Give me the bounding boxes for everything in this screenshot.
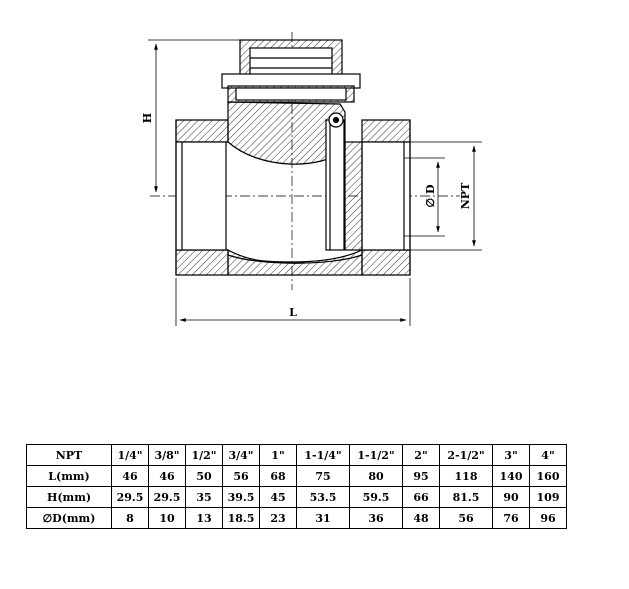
dimension-npt [410,141,482,251]
table-cell: 23 [259,507,297,529]
table-cell: 50 [185,465,223,487]
table-cell: 56 [439,507,493,529]
table-cell: 18.5 [222,507,260,529]
table-cell: 53.5 [296,486,350,508]
row-label: NPT [26,444,112,466]
table-cell: 48 [402,507,440,529]
dimension-l [175,278,411,326]
table-cell: 140 [492,465,530,487]
table-cell: 8 [111,507,149,529]
valve-bonnet [221,39,361,103]
row-label: H(mm) [26,486,112,508]
table-cell: 4" [529,444,567,466]
row-label: L(mm) [26,465,112,487]
check-valve-drawing: H L ∅ D NPT [141,32,482,326]
table-cell: 45 [259,486,297,508]
table-cell: 36 [349,507,403,529]
table-cell: 68 [259,465,297,487]
table-cell: 76 [492,507,530,529]
table-cell: 109 [529,486,567,508]
table-cell: 66 [402,486,440,508]
table-cell: 1-1/2" [349,444,403,466]
table-cell: 2" [402,444,440,466]
table-cell: 3" [492,444,530,466]
table-cell: 96 [529,507,567,529]
table-cell: 80 [349,465,403,487]
table-cell: 2-1/2" [439,444,493,466]
dimension-d [404,157,445,237]
dimension-l-label: L [289,306,297,319]
table-cell: 35 [185,486,223,508]
dimension-d-label: ∅ D [424,184,437,207]
table-cell: 81.5 [439,486,493,508]
table-cell: 1-1/4" [296,444,350,466]
table-cell: 10 [148,507,186,529]
right-end-port [361,119,411,276]
table-cell: 46 [148,465,186,487]
table-cell: 29.5 [148,486,186,508]
table-cell: 118 [439,465,493,487]
table-cell: 1/2" [185,444,223,466]
table-cell: 13 [185,507,223,529]
table-cell: 160 [529,465,567,487]
table-cell: 75 [296,465,350,487]
table-cell: 29.5 [111,486,149,508]
table-cell: 31 [296,507,350,529]
dimension-npt-label: NPT [459,182,472,209]
dimension-h-label: H [141,113,154,123]
left-end-port [175,119,229,276]
valve-body [227,101,363,276]
table-cell: 59.5 [349,486,403,508]
table-cell: 39.5 [222,486,260,508]
row-label: ∅D(mm) [26,507,112,529]
table-cell: 3/4" [222,444,260,466]
table-cell: 46 [111,465,149,487]
table-cell: 1" [259,444,297,466]
table-cell: 56 [222,465,260,487]
dimension-h [148,39,240,193]
table-cell: 95 [402,465,440,487]
swing-disc [325,112,345,251]
table-cell: 90 [492,486,530,508]
table-cell: 3/8" [148,444,186,466]
table-cell: 1/4" [111,444,149,466]
